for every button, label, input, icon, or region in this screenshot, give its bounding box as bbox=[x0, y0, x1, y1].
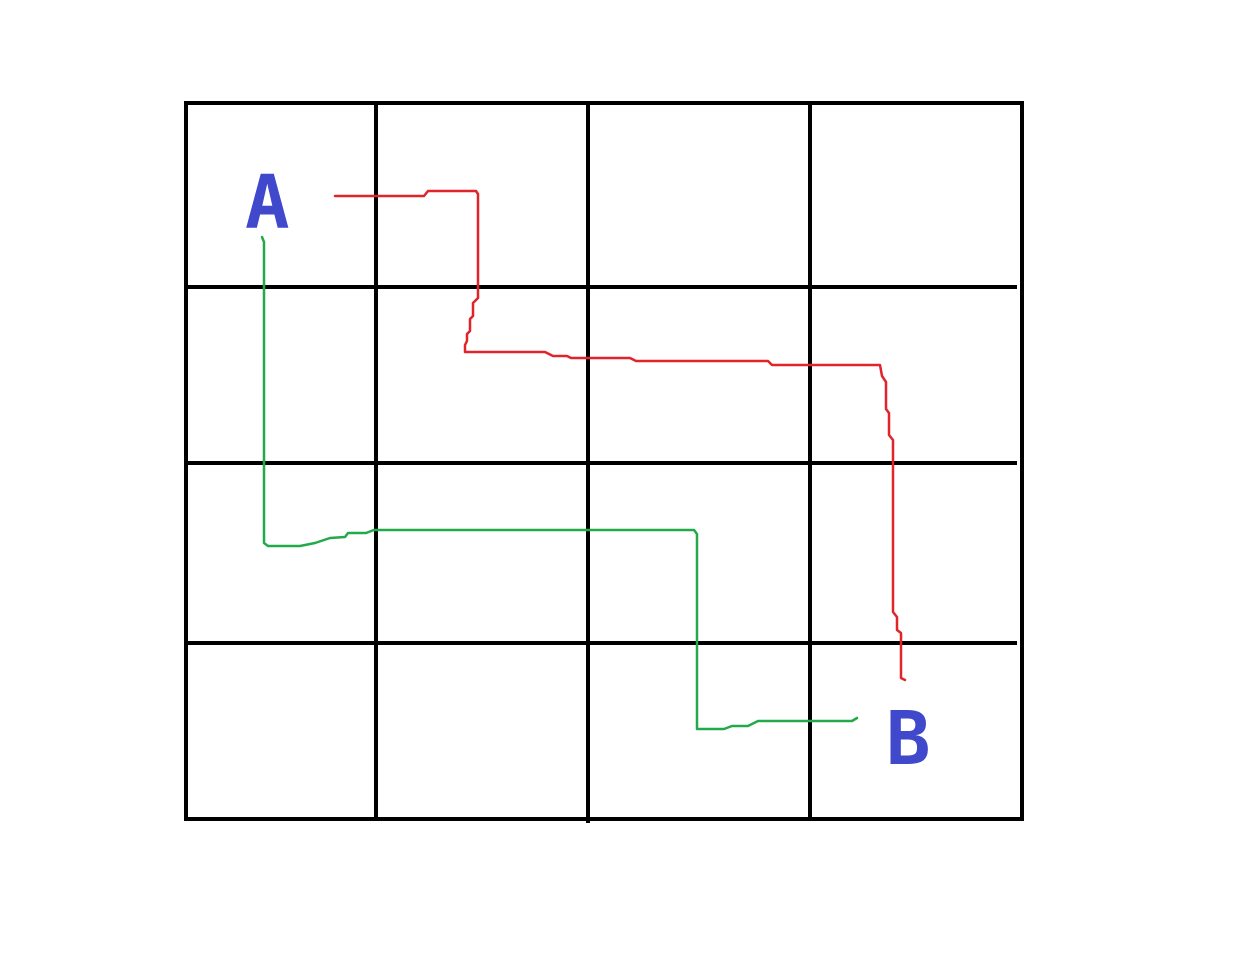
point-a-label: A bbox=[245, 160, 290, 246]
grid bbox=[184, 101, 1024, 823]
green-path bbox=[260, 235, 859, 731]
red-path bbox=[333, 189, 907, 682]
point-b-label: B bbox=[886, 696, 931, 782]
